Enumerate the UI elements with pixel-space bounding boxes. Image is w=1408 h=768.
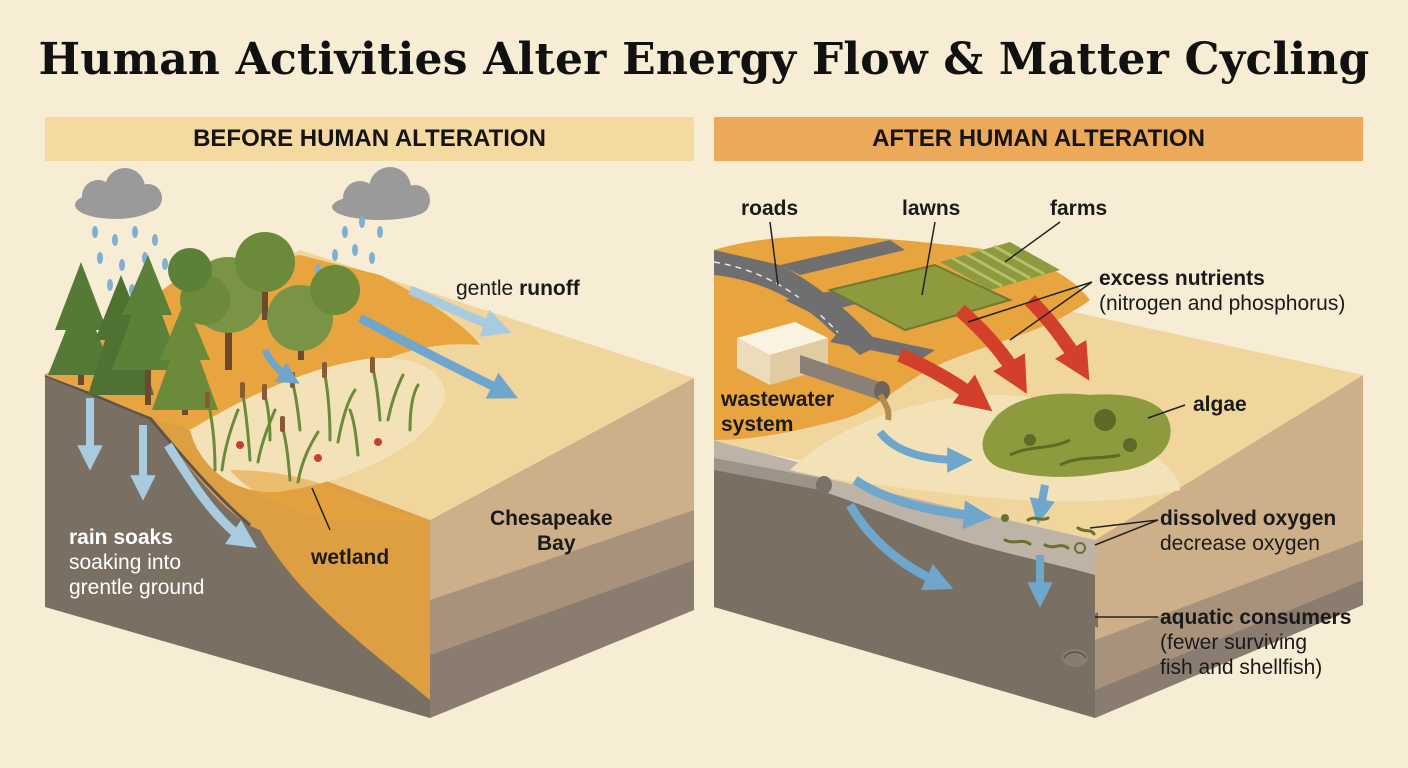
farm-field xyxy=(940,242,1060,290)
aquatic-consumers-label: aquatic consumers xyxy=(1160,606,1352,629)
water-flow-arrows xyxy=(846,429,1055,608)
farms-label: farms xyxy=(1050,197,1108,220)
rain-soaks-line2: soaking into xyxy=(69,551,182,574)
page-title: Human Activities Alter Energy Flow & Mat… xyxy=(38,34,1370,85)
after-panel-header: AFTER HUMAN ALTERATION xyxy=(714,117,1363,161)
wastewater-building xyxy=(737,322,828,385)
nutrient-runoff-arrows xyxy=(897,295,1090,412)
rain-drops-icon xyxy=(92,226,168,296)
surface-runoff-arrow xyxy=(357,314,518,399)
cloud-icon xyxy=(75,168,162,219)
rain-soaks-label: rain soaks xyxy=(69,526,173,549)
forest-trees xyxy=(48,232,360,415)
bay-label-line1: Chesapeake xyxy=(490,507,613,530)
aquatic-consumers-line2: (fewer surviving xyxy=(1160,631,1308,654)
infiltration-arrows xyxy=(77,398,257,548)
shellfish-icon xyxy=(1062,649,1088,667)
algae-bloom xyxy=(982,393,1171,477)
wastewater-label-line2: system xyxy=(721,413,794,436)
gentle-runoff-label: gentle runoff xyxy=(456,277,580,300)
algae-label: algae xyxy=(1193,393,1247,416)
wetland-leader-line xyxy=(311,487,331,531)
bay-label-line2: Bay xyxy=(537,532,576,555)
lawn-field xyxy=(827,263,1013,332)
wetland-inflow-arrow xyxy=(261,348,300,384)
cloud-icon xyxy=(332,167,430,220)
roads-label: roads xyxy=(741,197,799,220)
microbe-ring xyxy=(1074,542,1086,554)
fish-icon xyxy=(995,634,1036,646)
discharge-pipe xyxy=(714,355,892,494)
fish-icon xyxy=(952,598,1023,616)
gentle-runoff-arrow xyxy=(408,285,512,337)
microbe-dot xyxy=(1001,514,1009,522)
dissolved-oxygen-sub: decrease oxygen xyxy=(1160,532,1320,555)
leader-lines xyxy=(769,221,1186,618)
aquatic-consumers-line3: fish and shellfish) xyxy=(1160,656,1323,679)
dissolved-oxygen-label: dissolved oxygen xyxy=(1160,507,1337,530)
excess-nutrients-label: excess nutrients xyxy=(1099,267,1265,290)
rain-soaks-line3: grentle ground xyxy=(69,576,205,599)
wetland-label: wetland xyxy=(311,546,390,569)
before-panel-header: BEFORE HUMAN ALTERATION xyxy=(45,117,694,161)
fish-icon xyxy=(1036,612,1098,628)
microbes xyxy=(1003,516,1096,550)
excess-nutrients-sub: (nitrogen and phosphorus) xyxy=(1099,292,1346,315)
lawns-label: lawns xyxy=(902,197,961,220)
wetland-flowers xyxy=(236,438,382,462)
wastewater-label-line1: wastewater xyxy=(721,388,835,411)
